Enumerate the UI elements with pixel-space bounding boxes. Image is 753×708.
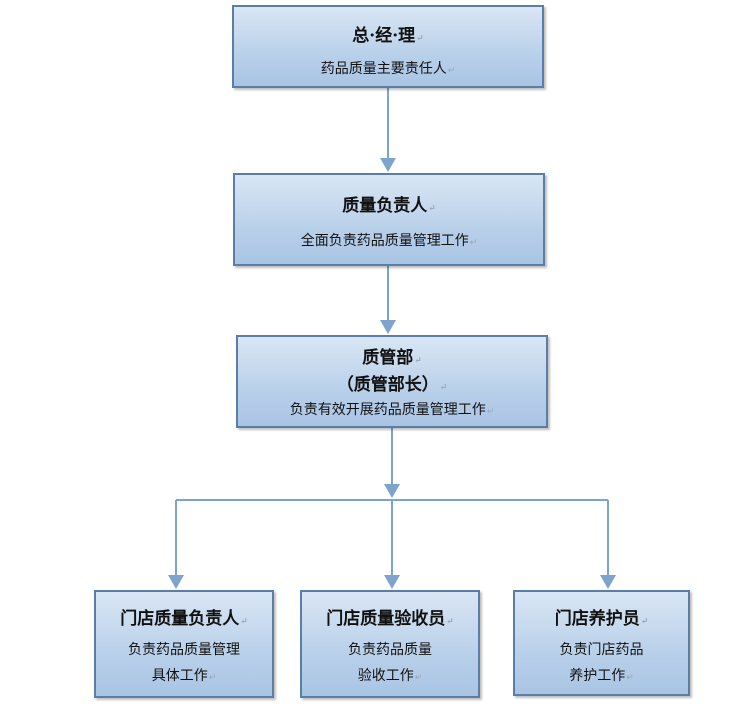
node-desc: 全面负责药品质量管理工作: [300, 233, 469, 249]
node-store-maintainer: 门店养护员↵ 负责门店药品 养护工作↵: [513, 590, 690, 696]
node-desc: 负责门店药品: [559, 642, 644, 658]
paragraph-mark: ↵: [439, 383, 448, 393]
node-title: 总·经·理: [352, 26, 416, 46]
node-desc-line2: 养护工作: [569, 668, 626, 684]
node-desc: 负责有效开展药品质量管理工作: [289, 402, 486, 418]
paragraph-mark: ↵: [486, 407, 495, 417]
node-desc: 负责药品质量: [348, 642, 432, 658]
node-title: 质量负责人: [342, 196, 428, 216]
paragraph-mark: ↵: [428, 204, 436, 214]
node-desc-line2: 具体工作: [151, 668, 208, 684]
node-desc: 负责药品质量管理: [128, 642, 240, 658]
node-title-secondary: （质管部长）: [336, 375, 439, 395]
node-store-quality-inspector: 门店质量验收员↵ 负责药品质量 验收工作↵: [300, 590, 480, 698]
node-quality-lead: 质量负责人↵ 全面负责药品质量管理工作↵: [233, 173, 545, 266]
paragraph-mark: ↵: [469, 238, 478, 248]
paragraph-mark: ↵: [414, 356, 422, 366]
paragraph-mark: ↵: [447, 66, 456, 76]
node-qa-department: 质管部↵ （质管部长）↵ 负责有效开展药品质量管理工作↵: [236, 335, 548, 428]
node-title: 门店质量验收员: [326, 609, 446, 629]
node-desc: 药品质量主要责任人: [320, 61, 447, 77]
node-title: 门店养护员: [554, 609, 640, 629]
node-general-manager: 总·经·理↵ 药品质量主要责任人↵: [232, 5, 544, 88]
node-title: 质管部: [362, 348, 414, 368]
node-desc-line2: 验收工作: [357, 668, 414, 684]
paragraph-mark: ↵: [640, 617, 649, 627]
paragraph-mark: ↵: [626, 673, 634, 683]
paragraph-mark: ↵: [416, 34, 424, 44]
node-store-quality-lead: 门店质量负责人↵ 负责药品质量管理 具体工作↵: [94, 590, 274, 698]
paragraph-mark: ↵: [446, 617, 454, 627]
paragraph-mark: ↵: [414, 673, 423, 683]
node-title: 门店质量负责人: [120, 609, 240, 629]
paragraph-mark: ↵: [208, 673, 217, 683]
paragraph-mark: ↵: [240, 617, 248, 627]
